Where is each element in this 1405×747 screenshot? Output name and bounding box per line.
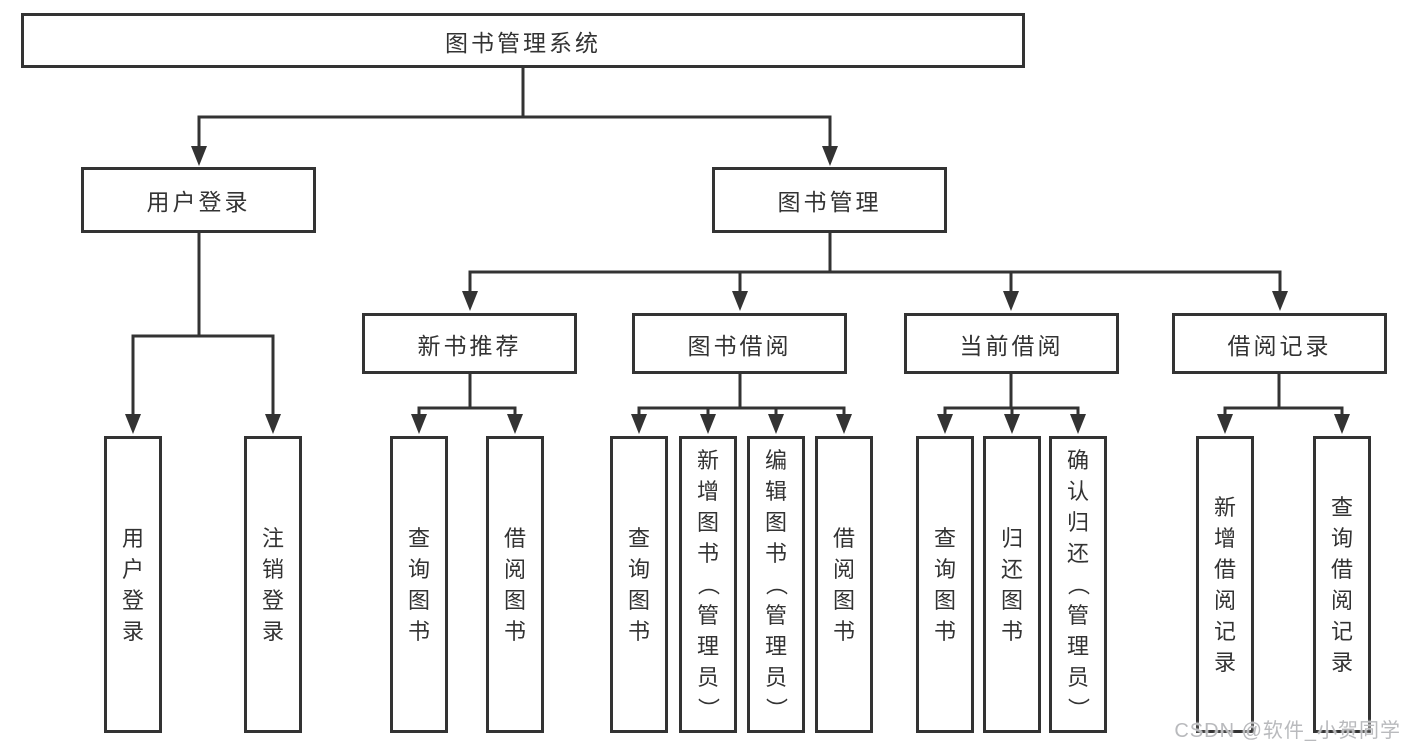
node-new-book-recommend: 新书推荐 xyxy=(362,313,577,374)
node-library-management-system: 图书管理系统 xyxy=(21,13,1025,68)
leaf-add-book-admin: 新增图书（管理员） xyxy=(679,436,737,733)
node-borrow-records: 借阅记录 xyxy=(1172,313,1387,374)
node-book-management: 图书管理 xyxy=(712,167,947,233)
leaf-query-books-borrow: 查询图书 xyxy=(610,436,668,733)
leaf-query-books-recommend: 查询图书 xyxy=(390,436,448,733)
leaf-edit-book-admin: 编辑图书（管理员） xyxy=(747,436,805,733)
leaf-confirm-return-admin: 确认归还（管理员） xyxy=(1049,436,1107,733)
leaf-query-borrow-record: 查询借阅记录 xyxy=(1313,436,1371,733)
csdn-watermark: CSDN @软件_小贺同学 xyxy=(1174,720,1401,742)
leaf-logout: 注销登录 xyxy=(244,436,302,733)
leaf-borrow-books-borrow: 借阅图书 xyxy=(815,436,873,733)
node-user-login: 用户登录 xyxy=(81,167,316,233)
node-current-borrow: 当前借阅 xyxy=(904,313,1119,374)
leaf-add-borrow-record: 新增借阅记录 xyxy=(1196,436,1254,733)
leaf-user-login: 用户登录 xyxy=(104,436,162,733)
node-book-borrow: 图书借阅 xyxy=(632,313,847,374)
leaf-return-book: 归还图书 xyxy=(983,436,1041,733)
leaf-borrow-books-recommend: 借阅图书 xyxy=(486,436,544,733)
leaf-query-books-current: 查询图书 xyxy=(916,436,974,733)
